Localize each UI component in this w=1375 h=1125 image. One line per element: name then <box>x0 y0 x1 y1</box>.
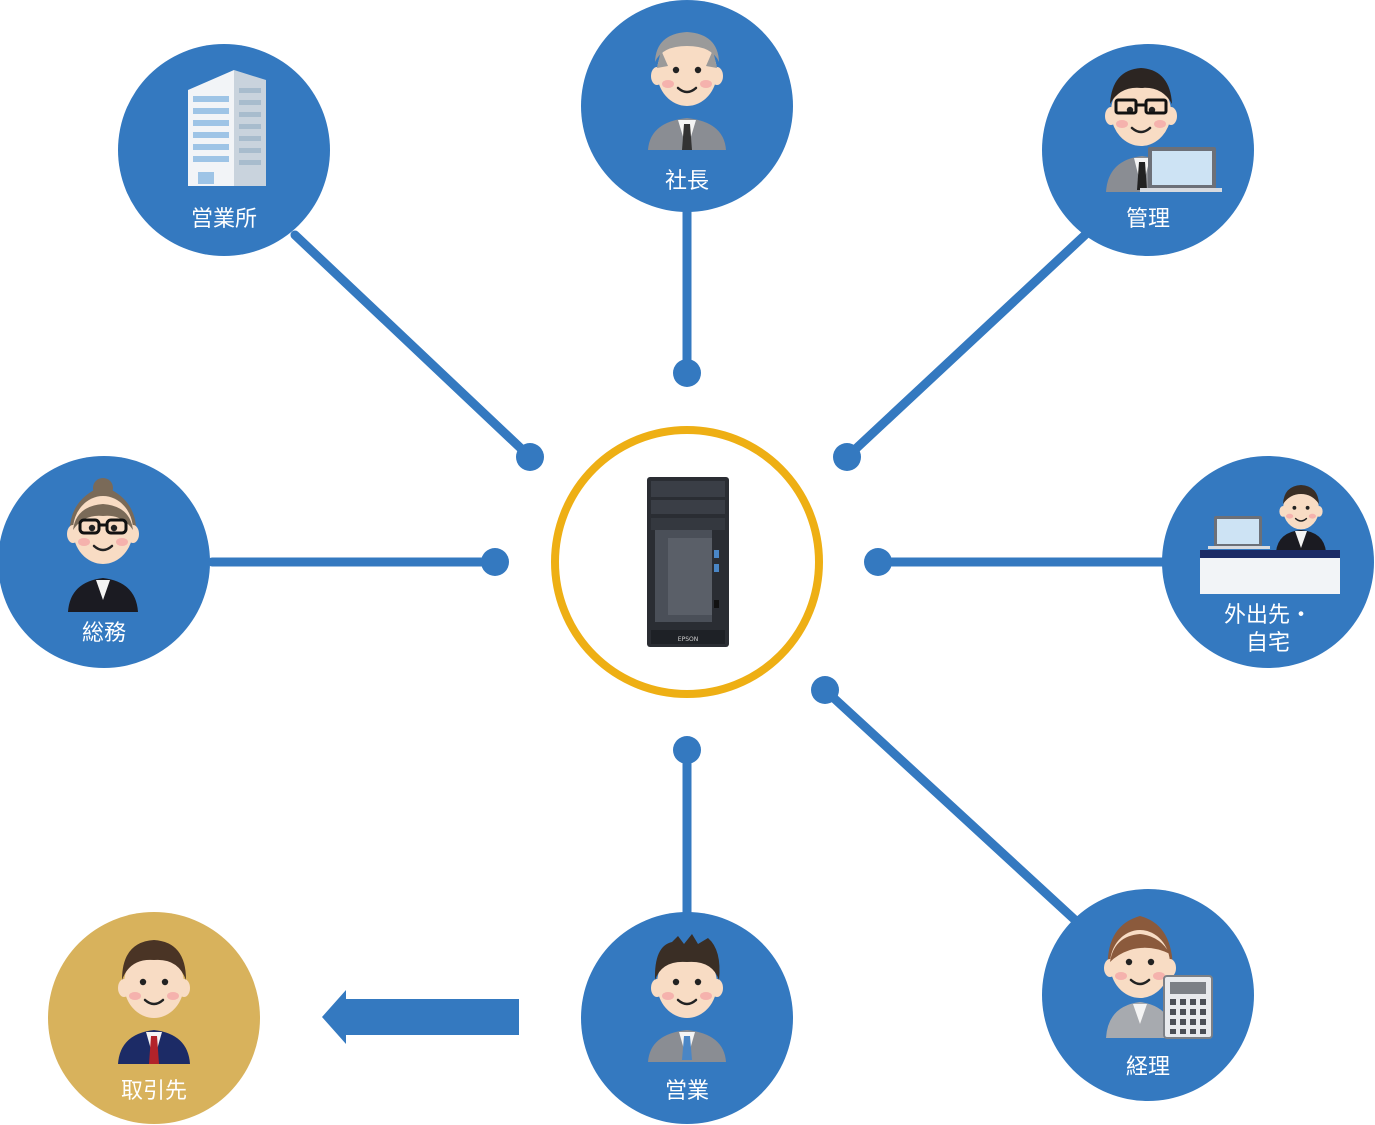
label-accounting: 経理 <box>1126 1055 1170 1080</box>
label-sales: 営業 <box>665 1079 709 1104</box>
dot-remote <box>864 548 892 576</box>
woman-calculator-icon <box>1102 916 1213 1039</box>
man-glasses-laptop-icon <box>1103 68 1222 192</box>
label-remote-line1: 外出先・ <box>1224 603 1312 628</box>
node-accounting: 経理 <box>1042 889 1254 1101</box>
label-management: 管理 <box>1126 207 1170 232</box>
connector-accounting <box>820 685 1080 925</box>
connector-management <box>842 230 1090 462</box>
node-client: 取引先 <box>48 912 260 1124</box>
node-remote: 外出先・ 自宅 <box>1162 456 1374 668</box>
label-remote-line2: 自宅 <box>1246 631 1290 656</box>
tower-server-icon: EPSON <box>647 477 729 647</box>
label-general-affairs: 総務 <box>82 621 126 646</box>
node-president: 社長 <box>581 0 793 212</box>
man-navy-suit-icon <box>116 940 192 1064</box>
dot-accounting <box>811 676 839 704</box>
connector-sales-office <box>290 230 535 462</box>
connector-dots <box>481 359 892 764</box>
connectors <box>207 207 1170 925</box>
man-at-desk-laptop-icon <box>1200 485 1340 594</box>
dot-general-affairs <box>481 548 509 576</box>
arrow-left-icon <box>322 990 519 1044</box>
server-brand: EPSON <box>678 636 698 643</box>
node-general-affairs: 総務 <box>0 456 210 668</box>
dot-sales-office <box>516 443 544 471</box>
node-sales-office: 営業所 <box>118 44 330 256</box>
dot-management <box>833 443 861 471</box>
dot-sales <box>673 736 701 764</box>
label-sales-office: 営業所 <box>191 207 257 232</box>
center-server: EPSON <box>551 426 823 698</box>
office-building-icon <box>188 70 266 186</box>
elderly-man-suit-icon <box>648 32 726 150</box>
node-management: 管理 <box>1042 44 1254 256</box>
node-sales: 営業 <box>581 912 793 1124</box>
label-president: 社長 <box>665 169 709 194</box>
dot-president <box>673 359 701 387</box>
label-client: 取引先 <box>121 1079 187 1104</box>
woman-glasses-icon <box>65 478 141 612</box>
man-suit-icon <box>648 934 726 1062</box>
